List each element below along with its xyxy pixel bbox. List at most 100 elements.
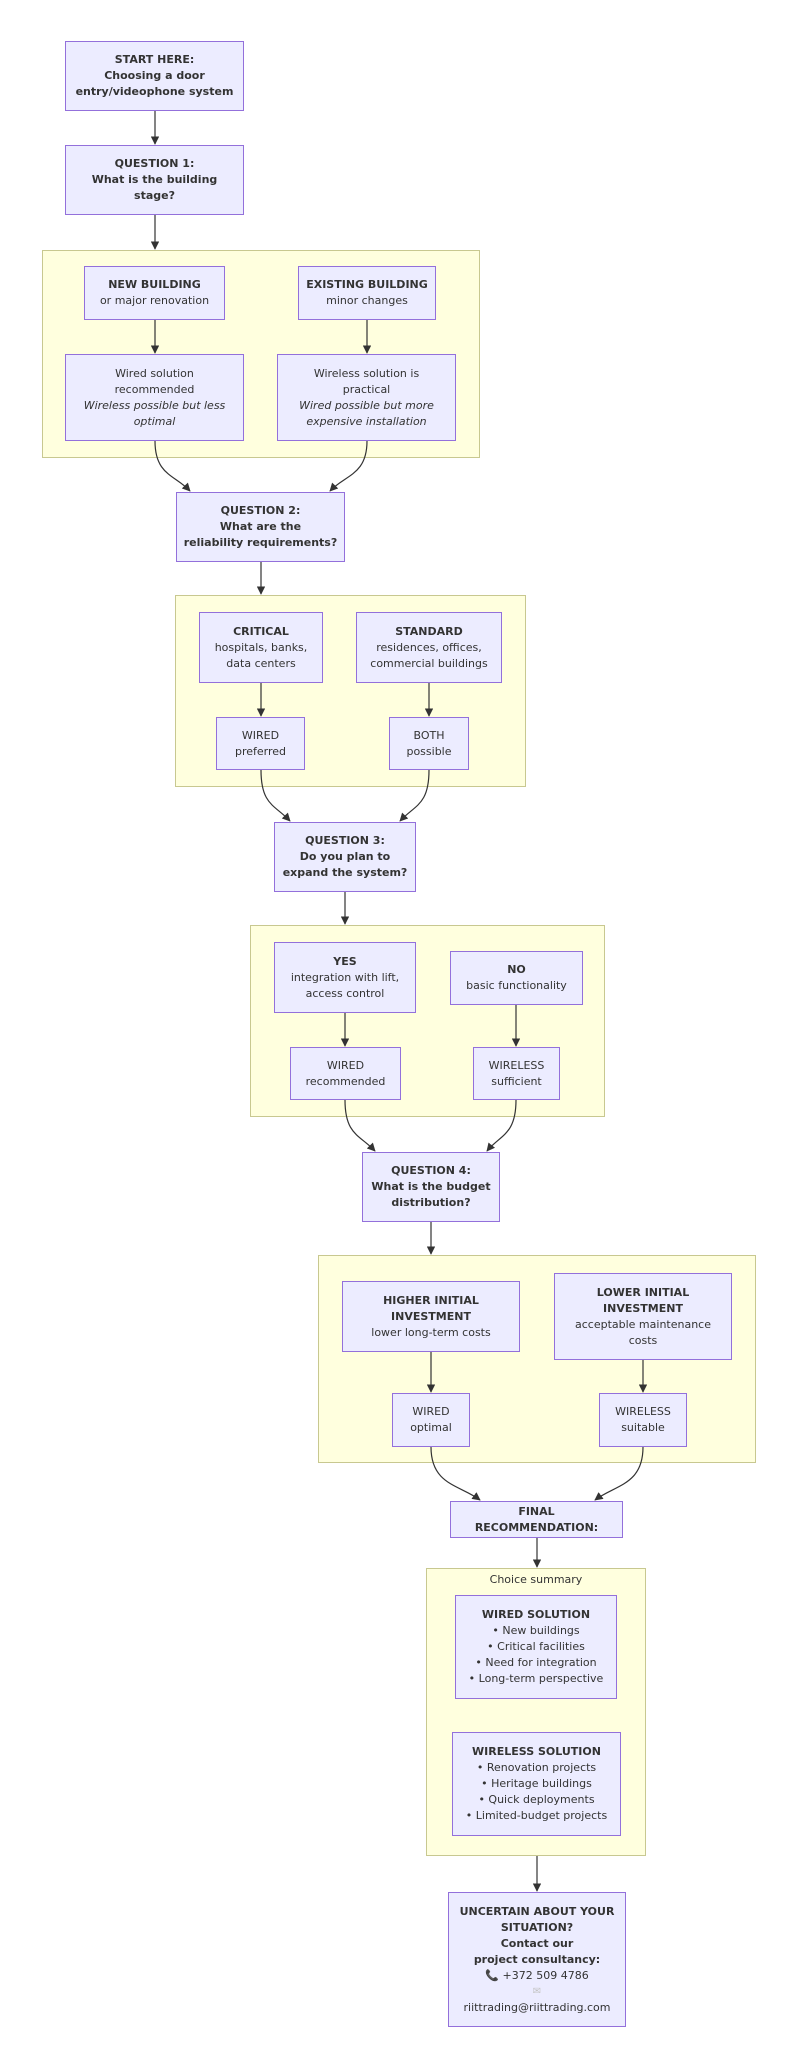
- q1-wired-l1: Wired solution: [115, 366, 194, 380]
- edge-wireless-q2: [329, 440, 368, 492]
- question-1-node: QUESTION 1: What is the building stage?: [65, 145, 244, 215]
- q2-wired-node: WIRED preferred: [216, 717, 305, 770]
- q4-wired-l2: optimal: [410, 1421, 452, 1434]
- q3-wireless-l1: WIRELESS: [488, 1058, 545, 1072]
- q4-wireless-l1: WIRELESS: [615, 1405, 671, 1418]
- q3-wireless-node: WIRELESS sufficient: [473, 1047, 560, 1100]
- no-l1: basic functionality: [466, 979, 567, 992]
- final-recommendation-node: FINAL RECOMMENDATION:: [450, 1501, 623, 1538]
- start-title: START HERE:: [114, 53, 195, 66]
- q3-line1: Do you plan to: [299, 850, 391, 863]
- critical-l2: data centers: [226, 656, 296, 670]
- wireless-solution-node: WIRELESS SOLUTION • Renovation projects …: [452, 1732, 621, 1836]
- higher-investment-node: HIGHER INITIAL INVESTMENT lower long-ter…: [342, 1281, 520, 1352]
- q3-wired-l2: recommended: [305, 1074, 386, 1088]
- no-node: NO basic functionality: [450, 951, 583, 1005]
- lower-t2: INVESTMENT: [603, 1301, 683, 1315]
- new-building-node: NEW BUILDING or major renovation: [84, 266, 225, 320]
- q2-line2: reliability requirements?: [183, 536, 338, 549]
- wired-solution-node: WIRED SOLUTION • New buildings • Critica…: [455, 1595, 617, 1699]
- choice-summary-title: Choice summary: [489, 1573, 583, 1586]
- lower-investment-node: LOWER INITIAL INVESTMENT acceptable main…: [554, 1273, 732, 1360]
- wireless-solution-item: • Heritage buildings: [481, 1777, 592, 1790]
- standard-l2: commercial buildings: [370, 656, 488, 670]
- critical-title: CRITICAL: [233, 624, 289, 638]
- contact-l3: Contact our: [500, 1936, 574, 1950]
- contact-phone-line: 📞 +372 509 4786: [485, 1968, 588, 1984]
- contact-node: UNCERTAIN ABOUT YOUR SITUATION? Contact …: [448, 1892, 626, 2027]
- edge-wired-q2: [154, 440, 191, 492]
- lower-l1: acceptable maintenance: [574, 1317, 711, 1331]
- critical-node: CRITICAL hospitals, banks, data centers: [199, 612, 323, 683]
- q2-wired-l2: preferred: [234, 744, 287, 758]
- q3-title: QUESTION 3:: [305, 834, 385, 847]
- wired-solution-item: • Need for integration: [475, 1656, 597, 1669]
- wired-solution-item: • New buildings: [492, 1624, 580, 1637]
- q1-wireless-node: Wireless solution is practical Wired pos…: [277, 354, 456, 441]
- higher-t2: INVESTMENT: [391, 1309, 471, 1323]
- q4-wireless-l2: suitable: [621, 1421, 665, 1434]
- yes-l2: access control: [305, 986, 385, 1000]
- higher-t1: HIGHER INITIAL: [383, 1293, 479, 1307]
- q4-title: QUESTION 4:: [391, 1164, 471, 1177]
- critical-l1: hospitals, banks,: [214, 640, 308, 654]
- edge-wireless-q4: [486, 1099, 517, 1152]
- q4-wired-node: WIRED optimal: [392, 1393, 470, 1447]
- contact-phone[interactable]: +372 509 4786: [502, 1968, 589, 1982]
- question-3-node: QUESTION 3: Do you plan to expand the sy…: [274, 822, 416, 892]
- new-building-title: NEW BUILDING: [108, 278, 201, 291]
- email-icon: ✉: [532, 1985, 542, 1997]
- q1-wired-node: Wired solution recommended Wireless poss…: [65, 354, 244, 441]
- start-line2: entry/videophone system: [75, 85, 234, 98]
- new-building-sub: or major renovation: [99, 294, 210, 307]
- contact-l1: UNCERTAIN ABOUT YOUR: [459, 1904, 615, 1918]
- q2-both-l2: possible: [406, 744, 452, 758]
- q2-line1: What are the: [219, 520, 302, 533]
- start-line1: Choosing a door: [104, 69, 205, 82]
- q1-line2: stage?: [134, 189, 175, 202]
- yes-title: YES: [333, 954, 357, 968]
- edge-wired-final: [430, 1446, 481, 1501]
- q4-wired-l1: WIRED: [412, 1405, 450, 1418]
- standard-l1: residences, offices,: [376, 640, 482, 654]
- q2-both-node: BOTH possible: [389, 717, 469, 770]
- edge-wireless-final: [594, 1446, 644, 1501]
- q4-line2: distribution?: [391, 1196, 471, 1209]
- q1-line1: What is the building: [91, 173, 218, 186]
- q1-wireless-l3: Wired possible but more: [299, 398, 434, 412]
- q3-line2: expand the system?: [282, 866, 408, 879]
- existing-building-title: EXISTING BUILDING: [306, 278, 428, 291]
- q1-wired-l4: optimal: [133, 414, 176, 428]
- edge-wired-q3: [260, 769, 291, 822]
- contact-email[interactable]: riittrading@riittrading.com: [463, 2000, 611, 2014]
- q2-title: QUESTION 2:: [220, 504, 301, 517]
- final-title: FINAL RECOMMENDATION:: [474, 1504, 599, 1534]
- standard-node: STANDARD residences, offices, commercial…: [356, 612, 502, 683]
- wired-solution-item: • Critical facilities: [487, 1640, 585, 1653]
- q2-wired-l1: WIRED: [241, 728, 280, 742]
- wired-solution-title: WIRED SOLUTION: [481, 1608, 591, 1621]
- q1-wireless-l2: practical: [342, 382, 391, 396]
- existing-building-node: EXISTING BUILDING minor changes: [298, 266, 436, 320]
- wireless-solution-item: • Limited-budget projects: [465, 1809, 608, 1822]
- question-2-node: QUESTION 2: What are the reliability req…: [176, 492, 345, 562]
- q1-wireless-l4: expensive installation: [306, 414, 427, 428]
- no-title: NO: [507, 963, 526, 976]
- q3-wired-node: WIRED recommended: [290, 1047, 401, 1100]
- wireless-solution-title: WIRELESS SOLUTION: [472, 1745, 601, 1758]
- edge-both-q3: [399, 769, 430, 822]
- q1-wired-l2: recommended: [114, 382, 195, 396]
- q1-wireless-l1: Wireless solution is: [313, 366, 420, 380]
- q1-title: QUESTION 1:: [114, 157, 195, 170]
- wireless-solution-item: • Quick deployments: [478, 1793, 595, 1806]
- phone-icon: 📞: [485, 1968, 499, 1982]
- yes-node: YES integration with lift, access contro…: [274, 942, 416, 1013]
- q4-wireless-node: WIRELESS suitable: [599, 1393, 687, 1447]
- edge-wired-q4: [344, 1099, 376, 1152]
- question-4-node: QUESTION 4: What is the budget distribut…: [362, 1152, 500, 1222]
- contact-l2: SITUATION?: [500, 1920, 574, 1934]
- standard-title: STANDARD: [395, 624, 463, 638]
- q4-line1: What is the budget: [371, 1180, 491, 1193]
- q1-wired-l3: Wireless possible but less: [83, 398, 226, 412]
- existing-building-sub: minor changes: [326, 294, 408, 307]
